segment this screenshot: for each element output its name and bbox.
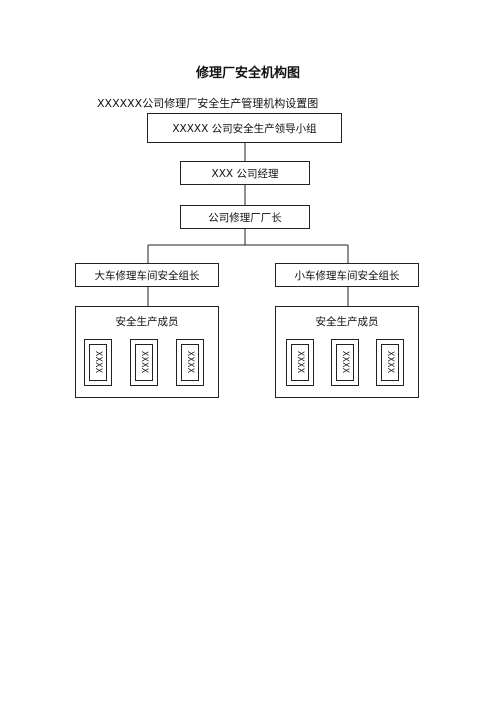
- right-member-3-name: XXXX: [381, 344, 399, 381]
- right-member-3: XXXX: [376, 339, 404, 386]
- leadership-group-node: XXXXX 公司安全生产领导小组: [147, 113, 342, 143]
- leadership-group-label: XXXXX 公司安全生产领导小组: [172, 122, 317, 135]
- large-vehicle-leader-node: 大车修理车间安全组长: [75, 263, 219, 287]
- left-member-3: XXXX: [176, 339, 204, 386]
- diagram-subtitle: XXXXXX公司修理厂安全生产管理机构设置图: [97, 97, 319, 110]
- left-member-3-name: XXXX: [181, 344, 199, 381]
- company-manager-node: XXX 公司经理: [180, 161, 310, 185]
- left-member-2: XXXX: [130, 339, 158, 386]
- left-member-1-name: XXXX: [89, 344, 107, 381]
- left-safety-members-group: 安全生产成员 XXXX XXXX XXXX: [75, 306, 219, 398]
- left-member-1: XXXX: [84, 339, 112, 386]
- large-vehicle-leader-label: 大车修理车间安全组长: [94, 269, 200, 282]
- right-member-2-name: XXXX: [336, 344, 354, 381]
- right-member-1-name: XXXX: [291, 344, 309, 381]
- right-member-2: XXXX: [331, 339, 359, 386]
- company-manager-label: XXX 公司经理: [211, 167, 279, 180]
- right-member-1: XXXX: [286, 339, 314, 386]
- left-member-2-name: XXXX: [135, 344, 153, 381]
- factory-head-node: 公司修理厂厂长: [180, 205, 310, 229]
- small-vehicle-leader-label: 小车修理车间安全组长: [294, 269, 400, 282]
- right-safety-members-group: 安全生产成员 XXXX XXXX XXXX: [275, 306, 419, 398]
- page-title: 修理厂安全机构图: [195, 66, 300, 81]
- left-group-label: 安全生产成员: [115, 316, 179, 328]
- small-vehicle-leader-node: 小车修理车间安全组长: [275, 263, 419, 287]
- right-group-label: 安全生产成员: [315, 316, 379, 328]
- factory-head-label: 公司修理厂厂长: [208, 211, 282, 224]
